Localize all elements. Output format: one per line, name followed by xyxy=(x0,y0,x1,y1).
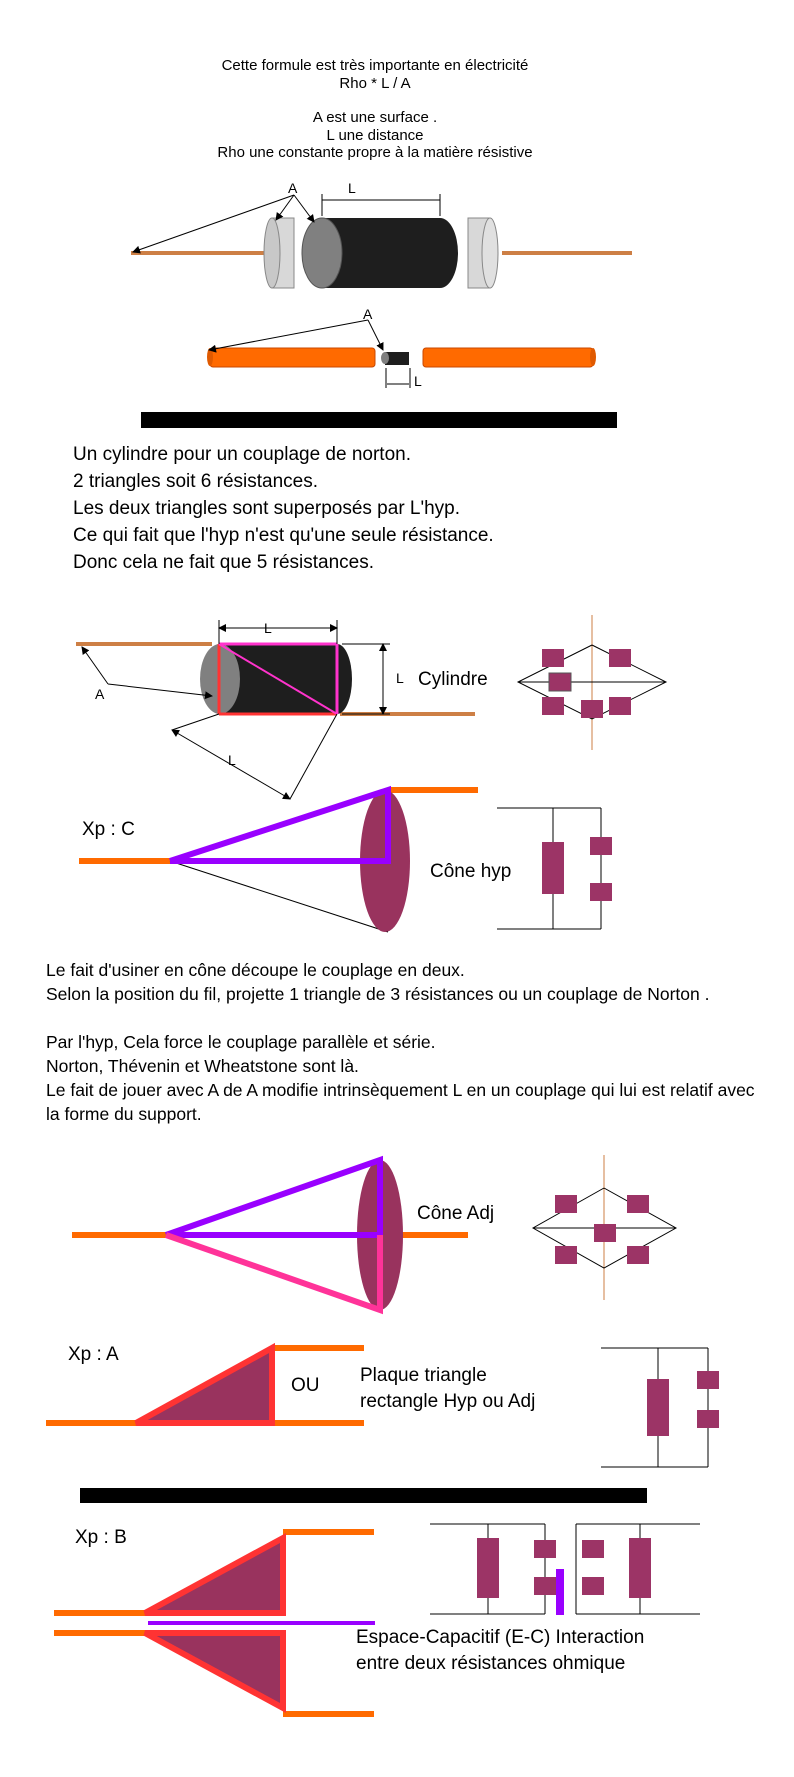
xp-a-label: Xp : A xyxy=(68,1343,119,1367)
fig1-label-a: A xyxy=(288,180,297,196)
area-pointer-5 xyxy=(368,320,383,350)
plate-title-1: Plaque triangle xyxy=(360,1364,487,1388)
plate-triangle xyxy=(136,1348,272,1423)
cylinder-and-cone-figure xyxy=(0,600,794,960)
cap-upper-triangle xyxy=(145,1538,283,1613)
section1-line-4: Ce qui fait que l'hyp n'est qu'une seule… xyxy=(73,524,494,548)
wheatstone-bridge-1 xyxy=(518,615,666,750)
cone-hyp-triangle xyxy=(170,790,388,861)
wire-left-segment xyxy=(210,348,375,367)
xp-c-label: Xp : C xyxy=(82,818,135,842)
xp-b-label: Xp : B xyxy=(75,1526,127,1550)
cylinder-label-l-side: L xyxy=(396,670,404,686)
capacitive-circuit xyxy=(430,1524,700,1614)
right-end-cap xyxy=(468,218,498,288)
section2-line-3: Par l'hyp, Cela force le couplage parall… xyxy=(46,1030,766,1054)
resistive-body xyxy=(302,218,458,288)
fig2-label-l: L xyxy=(414,373,422,389)
fig1-label-l: L xyxy=(348,180,356,196)
wire-right-segment xyxy=(423,348,593,367)
bridge-center-resistor xyxy=(581,700,603,718)
cylinder-title: Cylindre xyxy=(418,668,488,692)
section1-line-3: Les deux triangles sont superposés par L… xyxy=(73,497,460,521)
cone-adj-lower-triangle xyxy=(166,1235,380,1310)
section1-line-1: Un cylindre pour un couplage de norton. xyxy=(73,443,411,467)
resistor-figure xyxy=(0,0,794,400)
area-pointer-3 xyxy=(294,195,314,222)
capacitor-element xyxy=(556,1569,564,1615)
separator-bar-1 xyxy=(141,412,617,428)
area-pointer-2 xyxy=(276,195,294,220)
section1-line-5: Donc cela ne fait que 5 résistances. xyxy=(73,551,374,575)
cone-adj-upper-triangle xyxy=(166,1160,380,1235)
fig2-label-a: A xyxy=(363,306,372,322)
cylinder-label-a: A xyxy=(95,686,104,702)
section2-line-2: Selon la position du fil, projette 1 tri… xyxy=(46,982,766,1006)
section2-line-5: Le fait de jouer avec A de A modifie int… xyxy=(46,1078,766,1126)
section2-line-1: Le fait d'usiner en cône découpe le coup… xyxy=(46,958,766,982)
separator-bar-2 xyxy=(80,1488,647,1503)
capacitive-caption-1: Espace-Capacitif (E-C) Interaction xyxy=(356,1626,644,1650)
plate-title-2: rectangle Hyp ou Adj xyxy=(360,1390,535,1414)
cylinder-label-l-bottom: L xyxy=(228,752,236,768)
section1-line-2: 2 triangles soit 6 résistances. xyxy=(73,470,318,494)
left-end-cap xyxy=(264,218,294,288)
cone-hyp-title: Cône hyp xyxy=(430,860,511,884)
cylinder-body xyxy=(200,644,352,714)
capacitive-caption-2: entre deux résistances ohmique xyxy=(356,1652,625,1676)
cylinder-label-l-top: L xyxy=(264,620,272,636)
cap-lower-triangle xyxy=(145,1633,283,1708)
ou-label: OU xyxy=(291,1374,320,1398)
area-pointer-4 xyxy=(209,320,368,350)
cylinder-area-pointer-2 xyxy=(108,684,212,696)
cone-adj-title: Cône Adj xyxy=(417,1202,494,1226)
cone-plate-capacitive-figure xyxy=(0,1140,794,1777)
cylinder-area-pointer-1 xyxy=(82,647,108,684)
section2-line-4: Norton, Thévenin et Wheatstone sont là. xyxy=(46,1054,766,1078)
